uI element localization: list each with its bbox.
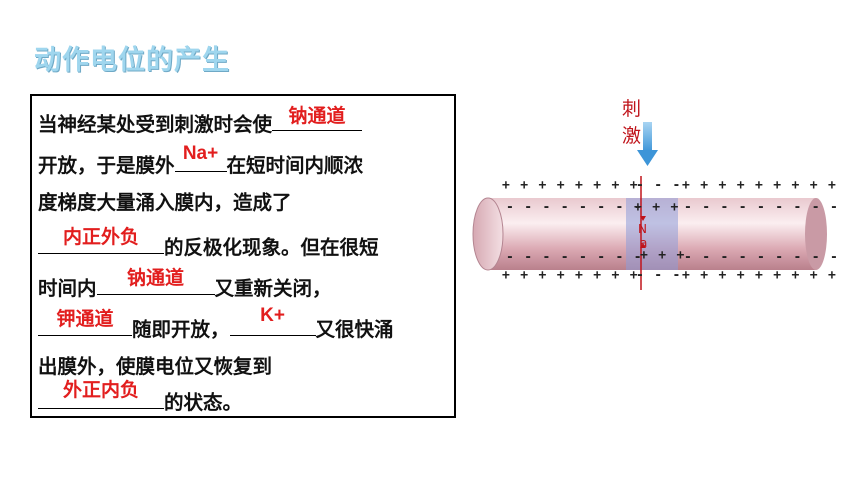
line-text: 当神经某处受到刺激时会使 <box>38 113 273 136</box>
line-text: 随即开放， <box>132 318 230 341</box>
answer-blank: 钾通道 <box>38 309 132 336</box>
line-text: 的反极化现象。但在很短 <box>164 236 379 259</box>
text-line-4: 内正外负 的反极化现象。但在很短 <box>38 227 379 259</box>
line-text: 又重新关闭， <box>214 277 332 300</box>
answer-blank: 钠通道 <box>272 106 363 131</box>
axon-left-opening <box>472 197 504 271</box>
answer-text: 钠通道 <box>127 268 185 289</box>
text-line-8: 外正内负的状态。 <box>38 380 243 414</box>
answer-text: 外正内负 <box>62 380 139 401</box>
text-line-5: 时间内 钠通道 又重新关闭， <box>38 268 332 300</box>
stimulus-label-1: 刺 <box>622 98 642 120</box>
answer-text: 内正外负 <box>62 227 139 248</box>
line-text: 的状态。 <box>164 391 243 414</box>
inner-top-positive-mid: + + + <box>634 200 680 215</box>
answer-text: 钠通道 <box>288 106 346 127</box>
current-arrow-icon <box>640 216 646 221</box>
line-text: 在短时间内顺浓 <box>226 154 364 177</box>
line-text: 开放，于是膜外 <box>38 154 175 177</box>
inner-top-negative-right: - - - - - - - - - <box>684 200 840 215</box>
line-text: 时间内 <box>38 277 97 300</box>
current-arrow-icon <box>640 243 646 248</box>
stimulus-arrow-head <box>637 150 658 166</box>
answer-blank: 钠通道 <box>96 268 215 295</box>
text-line-3: 度梯度大量涌入膜内，造成了 <box>38 188 292 218</box>
text-line-1: 当神经某处受到刺激时会使钠通道 <box>38 106 363 136</box>
ion-label-n: N <box>638 222 647 236</box>
inner-bottom-positive-mid: + + + <box>640 248 686 263</box>
answer-text: K+ <box>260 305 285 326</box>
answer-blank: 外正内负 <box>38 380 164 409</box>
axon-right-end <box>805 198 827 270</box>
text-line-6: 钾通道随即开放， K+ 又很快涌 <box>38 305 394 341</box>
outer-top-negative-mid: - - - <box>636 178 682 193</box>
ion-label-a: a <box>640 236 648 250</box>
line-text: 出膜外，使膜电位又恢复到 <box>38 355 273 378</box>
answer-blank: K+ <box>229 305 316 336</box>
inner-bottom-negative-left: - - - - - - - - <box>506 250 643 265</box>
stimulus-arrow-shaft <box>643 122 652 152</box>
outer-top-positive-right: + + + + + + + + + <box>682 178 838 193</box>
answer-text: Na+ <box>182 143 219 164</box>
fill-in-text-box: 当神经某处受到刺激时会使钠通道 开放，于是膜外 Na+ 在短时间内顺浓 度梯度大量涌… <box>30 94 456 418</box>
slide-title: 动作电位的产生 <box>34 45 230 76</box>
answer-text: 钾通道 <box>56 309 114 330</box>
outer-bottom-negative-mid: - - - <box>636 268 682 283</box>
inner-top-negative-left: - - - - - - - - <box>506 200 643 215</box>
answer-blank: Na+ <box>174 143 227 172</box>
stimulus-label-2: 激 <box>622 125 642 147</box>
outer-bottom-positive-left: + + + + + + + + <box>502 268 639 283</box>
line-text: 又很快涌 <box>315 318 394 341</box>
text-line-2: 开放，于是膜外 Na+ 在短时间内顺浓 <box>38 143 364 177</box>
outer-top-positive-left: + + + + + + + + <box>502 178 639 193</box>
answer-blank: 内正外负 <box>38 227 164 254</box>
outer-bottom-positive-right: + + + + + + + + + <box>682 268 838 283</box>
depolarized-region <box>626 198 678 270</box>
inner-bottom-negative-right: - - - - - - - - - <box>684 250 840 265</box>
text-line-7: 出膜外，使膜电位又恢复到 <box>38 352 272 382</box>
line-text: 度梯度大量涌入膜内，造成了 <box>38 191 292 214</box>
